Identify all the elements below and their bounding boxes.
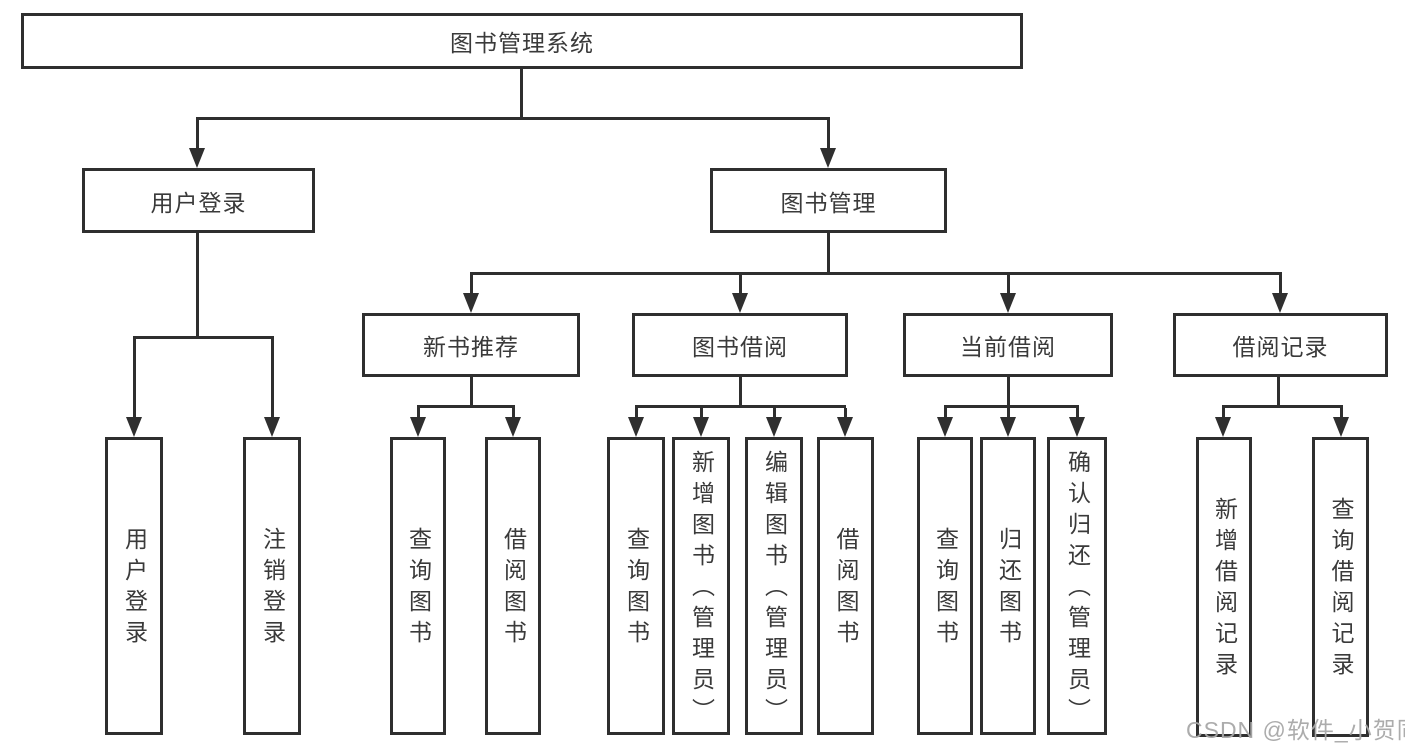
connector-current-borrow-rail	[944, 405, 1079, 408]
leaf-recommend-query-books: 查询图书	[390, 437, 446, 735]
leaf-borrow-borrow-books: 借阅图书	[817, 437, 874, 735]
connector-arrow-borrow-add	[693, 408, 709, 437]
connector-arrow-to-user-login	[189, 120, 205, 168]
node-borrow-records: 借阅记录	[1173, 313, 1388, 377]
connector-arrow-current-return	[1000, 408, 1016, 437]
leaf-current-return-books: 归还图书	[980, 437, 1036, 735]
connector-arrow-borrow-borrow	[837, 408, 853, 437]
leaf-records-add-borrow-record: 新增借阅记录	[1196, 437, 1252, 737]
leaf-current-query-books: 查询图书	[917, 437, 973, 735]
connector-arrow-recommend-borrow	[505, 408, 521, 437]
node-book-borrow: 图书借阅	[632, 313, 848, 377]
connector-arrow-current-confirm	[1069, 408, 1085, 437]
connector-arrow-records-query	[1333, 408, 1349, 437]
leaf-borrow-add-books-admin: 新增图书（管理员）	[672, 437, 730, 735]
leaf-records-query-borrow-record: 查询借阅记录	[1312, 437, 1369, 737]
connector-book-management-stem	[827, 233, 830, 273]
node-current-borrow: 当前借阅	[903, 313, 1113, 377]
connector-arrow-to-borrow-records	[1272, 275, 1288, 313]
connector-arrow-to-book-borrow	[732, 275, 748, 313]
connector-book-borrow-stem	[739, 377, 742, 406]
leaf-current-confirm-return-admin: 确认归还（管理员）	[1047, 437, 1107, 735]
connector-arrow-to-leaf-logout	[264, 339, 280, 437]
node-library-management-system: 图书管理系统	[21, 13, 1023, 69]
connector-new-book-recommend-stem	[470, 377, 473, 406]
leaf-borrow-query-books: 查询图书	[607, 437, 665, 735]
connector-arrow-current-query	[937, 408, 953, 437]
connector-level3-rail	[470, 272, 1282, 275]
connector-user-login-stem	[196, 233, 199, 337]
connector-level2-rail	[196, 117, 830, 120]
connector-current-borrow-stem	[1007, 377, 1010, 406]
leaf-borrow-edit-books-admin: 编辑图书（管理员）	[745, 437, 803, 735]
node-new-book-recommend: 新书推荐	[362, 313, 580, 377]
connector-book-borrow-rail	[635, 405, 846, 408]
connector-arrow-to-new-book-recommend	[463, 275, 479, 313]
connector-user-login-rail	[133, 336, 274, 339]
connector-arrow-borrow-edit	[766, 408, 782, 437]
node-book-management: 图书管理	[710, 168, 947, 233]
connector-arrow-recommend-query	[410, 408, 426, 437]
leaf-logout: 注销登录	[243, 437, 301, 735]
connector-arrow-to-current-borrow	[1000, 275, 1016, 313]
connector-arrow-borrow-query	[628, 408, 644, 437]
csdn-watermark: CSDN @软件_小贺同学	[1186, 717, 1405, 743]
connector-borrow-records-rail	[1222, 405, 1343, 408]
connector-borrow-records-stem	[1277, 377, 1280, 406]
connector-arrow-records-add	[1215, 408, 1231, 437]
connector-root-stem	[520, 69, 523, 118]
connector-new-book-recommend-rail	[417, 405, 515, 408]
connector-arrow-to-leaf-user-login	[126, 339, 142, 437]
leaf-recommend-borrow-books: 借阅图书	[485, 437, 541, 735]
connector-arrow-to-book-management	[820, 120, 836, 168]
node-user-login: 用户登录	[82, 168, 315, 233]
leaf-user-login: 用户登录	[105, 437, 163, 735]
